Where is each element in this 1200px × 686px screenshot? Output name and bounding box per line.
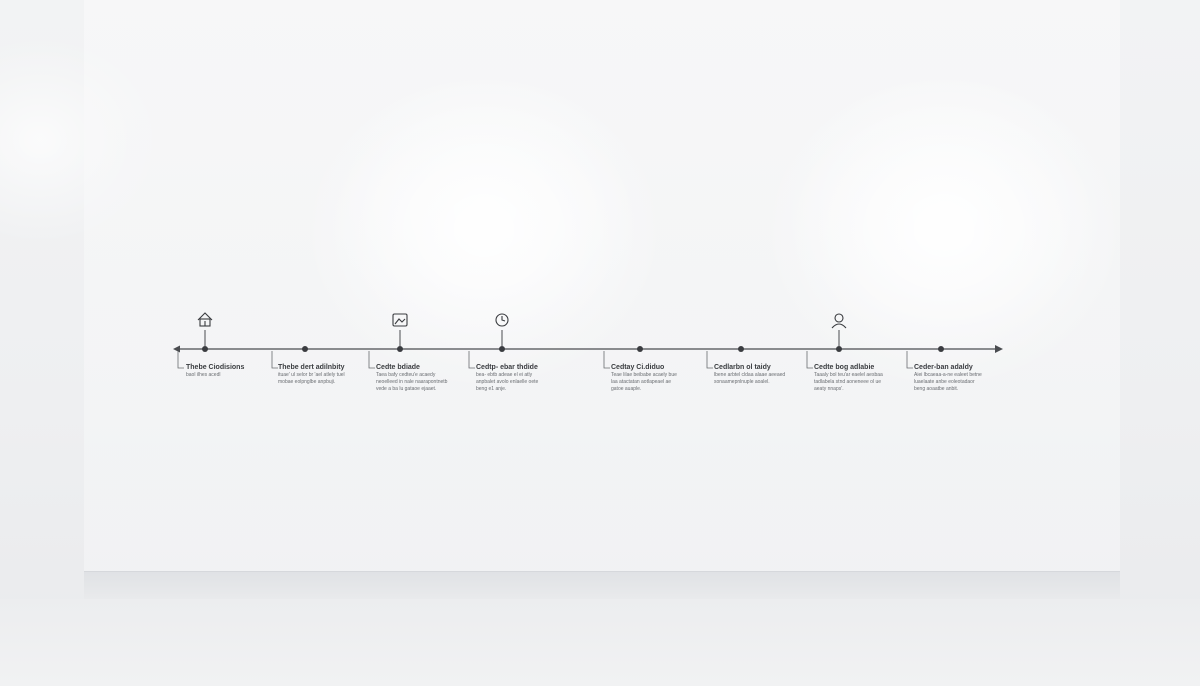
label-connector-8 [906, 351, 913, 369]
milestone-title: Cedtay Ci.diduo [611, 364, 665, 371]
milestone-title: Thebe dert adilnbity [278, 364, 345, 371]
milestone-title: Cedlarbn ol taidy [714, 364, 771, 371]
milestone-dot-7 [836, 346, 842, 352]
milestone-label-7: Cedte bog adlabie Taaaly bol teu'ar eael… [814, 364, 886, 393]
milestone-dot-1 [202, 346, 208, 352]
label-connector-7 [806, 351, 813, 369]
milestone-dot-6 [738, 346, 744, 352]
milestone-label-4: Cedtp- ebar thdide bea- ebtb adeae el ei… [476, 364, 548, 393]
person-icon [831, 313, 847, 329]
timeline-left-arrow [173, 345, 180, 353]
label-connector-5 [603, 351, 610, 369]
milestone-description: Taaaly bol teu'ar eaelel aesbaa tadlabel… [814, 372, 883, 392]
milestone-label-3: Cedte bdiade Taea bafy cedteu'e acaedy n… [376, 364, 448, 393]
label-connector-2 [271, 351, 278, 369]
milestone-dot-2 [302, 346, 308, 352]
label-connector-6 [706, 351, 713, 369]
wall-panel [84, 0, 1120, 572]
milestone-description: bea- ebtb adeae el ei atly anpbalet avol… [476, 372, 539, 392]
clock-icon [495, 313, 509, 327]
milestone-title: Cedte bog adlabie [814, 364, 875, 371]
label-connector-3 [368, 351, 375, 369]
milestone-dot-5 [637, 346, 643, 352]
label-connector-4 [468, 351, 475, 369]
milestone-description: lbene arbtel cldaa alaae aeeaed sonaamep… [714, 372, 786, 385]
milestone-label-6: Cedlarbn ol taidy lbene arbtel cldaa ala… [714, 364, 786, 386]
milestone-title: Ceder-ban adaldy [914, 364, 973, 371]
milestone-label-8: Ceder-ban adaldy Aiei lbcaeaa-a-ne ealee… [914, 364, 986, 393]
milestone-description: ituae' ul selor br 'ael atlely tuel moba… [278, 372, 345, 385]
label-connector-1 [177, 351, 184, 369]
milestone-dot-4 [499, 346, 505, 352]
milestone-description: baol ilhes acedl [186, 372, 221, 378]
picture-icon [392, 313, 408, 327]
milestone-title: Cedtp- ebar thdide [476, 364, 538, 371]
house-icon [197, 312, 213, 327]
milestone-label-5: Cedtay Ci.diduo Teae lilae beibabe acael… [611, 364, 683, 393]
milestone-label-1: Thebe Ciodisions baol ilhes acedl [186, 364, 281, 379]
milestone-title: Thebe Ciodisions [186, 364, 245, 371]
panel-ledge-shadow [84, 572, 1120, 599]
milestone-description: Aiei lbcaeaa-a-ne ealeet betne luaelaate… [914, 372, 982, 392]
timeline-right-arrow [995, 345, 1003, 353]
milestone-description: Taea bafy cedteu'e acaedy neoelleed in n… [376, 372, 448, 392]
milestone-title: Cedte bdiade [376, 364, 420, 371]
floor [0, 599, 1200, 686]
milestone-label-2: Thebe dert adilnbity ituae' ul selor br … [278, 364, 348, 386]
milestone-dot-8 [938, 346, 944, 352]
milestone-dot-3 [397, 346, 403, 352]
milestone-description: Teae lilae beibabe acaely bue laa atacta… [611, 372, 677, 392]
